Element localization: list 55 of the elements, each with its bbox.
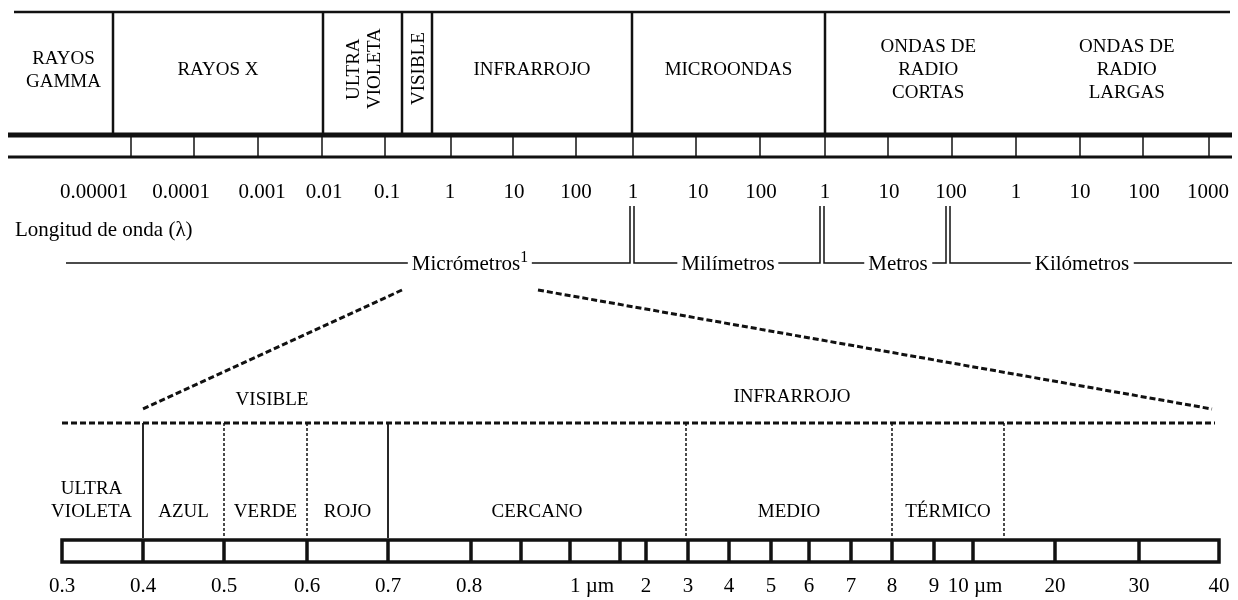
axis-label: Longitud de onda (λ) xyxy=(15,216,193,242)
band-label: RAYOS X xyxy=(177,57,259,80)
tick-label: 1000 xyxy=(1187,178,1229,204)
range-label: INFRARROJO xyxy=(733,384,851,408)
band-label: INFRARROJO xyxy=(473,57,591,80)
tick-label: 4 xyxy=(723,572,735,598)
tick-label: 1 xyxy=(444,178,456,204)
tick-label: 40 xyxy=(1208,572,1230,598)
band-label: AZUL xyxy=(158,499,209,522)
range-label: VISIBLE xyxy=(235,387,309,411)
tick-label: 100 xyxy=(560,178,592,204)
tick-label: 0.3 xyxy=(48,572,76,598)
tick-label: 0.8 xyxy=(455,572,483,598)
band-label: MEDIO xyxy=(757,499,821,522)
tick-label: 10 xyxy=(503,178,525,204)
tick-label: 7 xyxy=(845,572,857,598)
band-label: ONDAS DE RADIO CORTAS xyxy=(879,34,977,103)
tick-label: 0.5 xyxy=(210,572,238,598)
tick-label: 100 xyxy=(745,178,777,204)
band-label: TÉRMICO xyxy=(905,499,991,522)
tick-label: 0.4 xyxy=(129,572,157,598)
tick-label: 100 xyxy=(935,178,967,204)
tick-label: 10 xyxy=(1069,178,1091,204)
band-label: ROJO xyxy=(323,499,372,522)
tick-label: 20 xyxy=(1044,572,1066,598)
tick-label: 10 xyxy=(878,178,900,204)
band-label: ULTRA VIOLETA xyxy=(50,476,133,522)
band-label: VISIBLE xyxy=(406,31,428,107)
tick-label: 8 xyxy=(886,572,898,598)
tick-label: 0.7 xyxy=(374,572,402,598)
tick-label: 0.00001 xyxy=(59,178,129,204)
tick-label: 3 xyxy=(682,572,694,598)
tick-label: 10 µm xyxy=(947,572,1003,598)
band-label: RAYOS GAMMA xyxy=(25,45,102,92)
tick-label: 1 xyxy=(1010,178,1022,204)
tick-label: 30 xyxy=(1128,572,1150,598)
band-label: MICROONDAS xyxy=(664,57,793,80)
tick-label: 0.0001 xyxy=(152,178,210,204)
tick-label: 2 xyxy=(640,572,652,598)
tick-label: 0.1 xyxy=(373,178,401,204)
tick-label: 5 xyxy=(765,572,777,598)
tick-label: 10 xyxy=(687,178,709,204)
tick-label: 0.6 xyxy=(293,572,321,598)
band-label: VERDE xyxy=(233,499,298,522)
tick-label: 100 xyxy=(1128,178,1160,204)
tick-label: 0.01 xyxy=(305,178,343,204)
tick-label: 9 xyxy=(928,572,940,598)
tick-label: 1 µm xyxy=(569,572,615,598)
tick-label: 1 xyxy=(627,178,639,204)
tick-label: 0.001 xyxy=(238,178,286,204)
band-label: ONDAS DE RADIO LARGAS xyxy=(1078,34,1176,103)
band-label: ULTRA VIOLETA xyxy=(341,27,384,111)
tick-label: 1 xyxy=(819,178,831,204)
tick-label: 6 xyxy=(803,572,815,598)
band-label: CERCANO xyxy=(491,499,583,522)
